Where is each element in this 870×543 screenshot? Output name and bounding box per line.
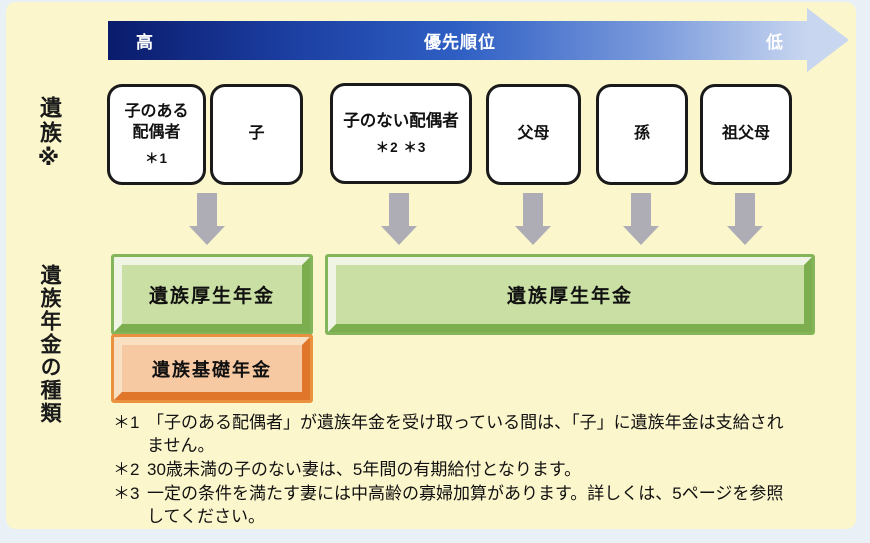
survivor-box-grandchild: 孫	[596, 84, 688, 185]
box-label: 祖父母	[721, 125, 770, 143]
footnote-text: 一定の条件を満たす妻には中高齢の寡婦加算があります。詳しくは、5ページを参照して…	[147, 484, 784, 526]
priority-arrow: 高 優先順位 低	[108, 21, 808, 60]
down-arrow-icon	[381, 193, 417, 245]
box-label: 孫	[633, 125, 650, 143]
box-label: 子のある	[124, 103, 189, 121]
priority-low-label: 低	[766, 33, 784, 52]
footnote-text: 「子のある配偶者」が遺族年金を受け取っている間は、「子」に遺族年金は支給されませ…	[147, 413, 784, 455]
footnote-marker: ＊1	[113, 413, 140, 432]
pension-types-label: 遺族年金の種類	[38, 264, 61, 425]
box-label: 配偶者	[132, 124, 181, 141]
priority-high-label: 高	[136, 33, 154, 52]
survivor-box-parents: 父母	[486, 84, 581, 185]
survivor-box-child: 子	[210, 84, 303, 185]
priority-arrow-head-icon	[807, 8, 849, 72]
footnote-marker: ＊2	[113, 460, 140, 479]
box-footnote-ref: ＊1	[144, 150, 168, 166]
priority-title: 優先順位	[424, 33, 496, 52]
box-label: 子のない配偶者	[343, 112, 459, 131]
box-label: 父母	[517, 125, 550, 143]
survivor-box-spouse-without-children: 子のない配偶者 ＊2 ＊3	[330, 83, 472, 184]
footnote-marker: ＊3	[113, 484, 140, 503]
box-label: 子	[248, 125, 265, 143]
footnote-item: ＊3 一定の条件を満たす妻には中高齢の寡婦加算があります。詳しくは、5ページを参…	[113, 482, 845, 528]
footnote-text: 30歳未満の子のない妻は、5年間の有期給付となります。	[147, 460, 582, 479]
footnote-item: ＊1 「子のある配偶者」が遺族年金を受け取っている間は、「子」に遺族年金は支給さ…	[113, 411, 845, 457]
down-arrow-icon	[515, 193, 551, 245]
footnote-item: ＊2 30歳未満の子のない妻は、5年間の有期給付となります。	[113, 458, 845, 481]
pension-box-kosei-left: 遺族厚生年金	[114, 257, 310, 332]
down-arrow-icon	[189, 193, 225, 245]
footnote-list: ＊1 「子のある配偶者」が遺族年金を受け取っている間は、「子」に遺族年金は支給さ…	[113, 411, 845, 529]
down-arrow-icon	[727, 193, 763, 245]
pension-box-kiso: 遺族基礎年金	[114, 337, 310, 400]
down-arrow-icon	[623, 193, 659, 245]
survivor-box-grandparents: 祖父母	[700, 84, 792, 185]
survivors-label: 遺族※	[37, 96, 62, 174]
pension-box-kosei-right: 遺族厚生年金	[328, 257, 812, 332]
box-footnote-ref: ＊2 ＊3	[375, 139, 427, 155]
survivor-box-spouse-with-children: 子のある 配偶者 ＊1	[107, 84, 206, 185]
